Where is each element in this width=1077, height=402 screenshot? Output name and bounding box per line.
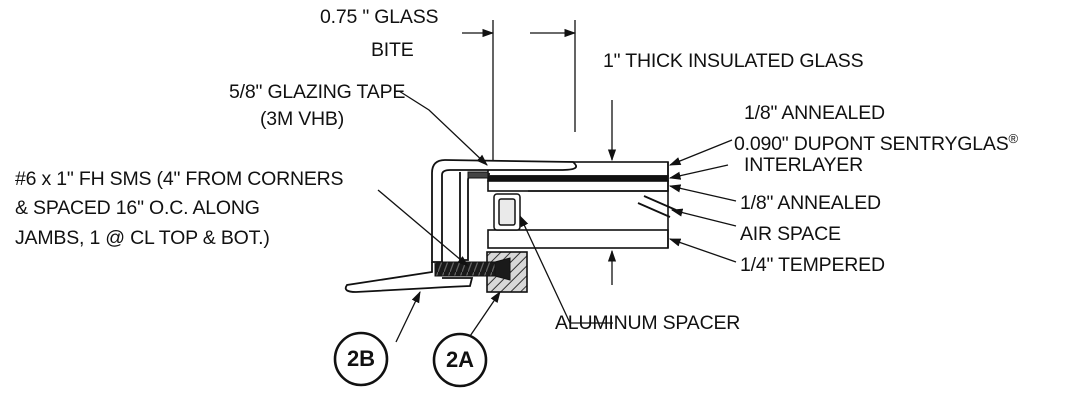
- callout-circle-2b: [333, 331, 389, 387]
- screw: [434, 257, 511, 281]
- screw-label-line2: & SPACED 16" O.C. ALONG: [15, 197, 260, 219]
- aluminum-spacer-label: ALUMINUM SPACER: [555, 312, 741, 334]
- tempered-label: 1/4" TEMPERED: [740, 254, 885, 276]
- leader-lines: [377, 90, 737, 343]
- annealed-bottom-label: 1/8" ANNEALED: [740, 192, 881, 214]
- interlayer-text: 0.090" DUPONT SENTRYGLAS: [734, 133, 1009, 155]
- callout-2b: 2B: [346, 346, 376, 371]
- air-space-label: AIR SPACE: [740, 223, 841, 245]
- callout-2a: 2A: [445, 347, 475, 372]
- annealed-top-label: 1/8" ANNEALED: [744, 102, 885, 124]
- glass-lite-tempered: [487, 229, 669, 249]
- screw-label-line3: JAMBS, 1 @ CL TOP & BOT.): [15, 227, 270, 249]
- interlayer-label-line2: INTERLAYER: [744, 154, 863, 176]
- glazing-tape-label-line2: (3M VHB): [260, 108, 344, 130]
- interlayer-label-line1: 0.090" DUPONT SENTRYGLAS®: [734, 126, 1018, 157]
- break-marks: [637, 195, 677, 218]
- glazing-tape: [467, 171, 489, 179]
- glass-bite-dimension: [462, 20, 577, 172]
- aluminum-spacer: [493, 193, 521, 231]
- insulated-glass-label: 1" THICK INSULATED GLASS: [603, 50, 864, 72]
- glazing-tape-label-line1: 5/8" GLAZING TAPE: [229, 81, 406, 103]
- callout-circle-2a: [432, 332, 488, 388]
- glass-lite-inner-annealed: [487, 180, 669, 192]
- glass-bite-label-line1: 0.75 " GLASS: [320, 6, 439, 28]
- screw-label-line1: #6 x 1" FH SMS (4" FROM CORNERS: [15, 168, 344, 190]
- glass-bite-label-line2: BITE: [371, 39, 414, 61]
- registered-mark: ®: [1008, 131, 1019, 146]
